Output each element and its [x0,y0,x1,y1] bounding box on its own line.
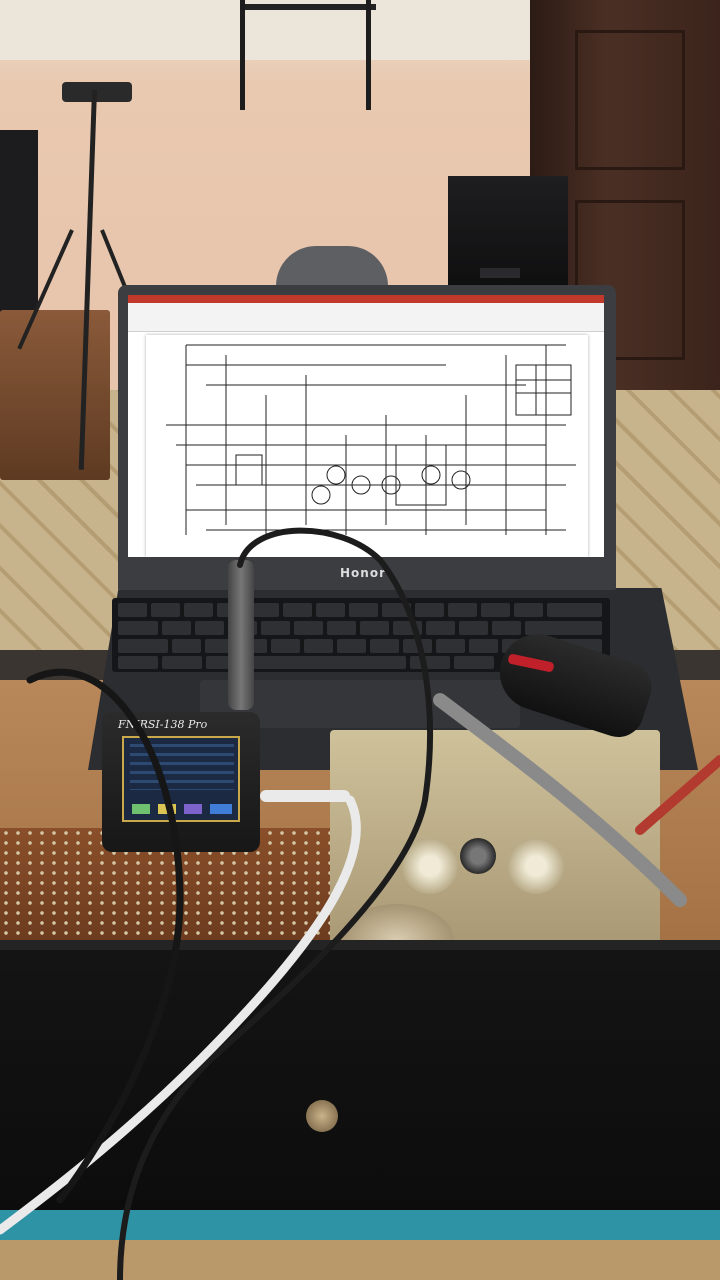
laptop-brand-logo: Honor [340,566,386,580]
speaker-port [480,268,520,278]
chassis-screw [306,1100,338,1132]
black-lead [26,668,184,1204]
usb-c-cable [260,790,350,802]
white-usb-cable [0,795,361,1235]
tape-reel-right [508,838,564,894]
shelf-bracket-left [240,0,245,110]
schematic-page [146,335,588,557]
wall-shelf [240,4,376,10]
schematic-drawing [166,344,576,535]
probe-cable [117,527,433,1280]
grey-probe [433,693,687,907]
shelf-bracket-right [366,0,371,110]
tape-reel-left [402,838,458,894]
red-probe [635,755,720,835]
device-chassis [0,950,720,1220]
oscilloscope-softkeys [132,804,232,814]
tripod-head [62,82,132,102]
bnc-probe-connector [228,560,254,710]
door-lower-panel [575,200,685,360]
wooden-desk [0,310,110,480]
capstan-wheel [460,838,496,874]
monitor-edge [0,130,38,340]
laptop-screen [128,295,604,557]
viewer-titlebar [128,295,604,303]
door-upper-panel [575,30,685,170]
